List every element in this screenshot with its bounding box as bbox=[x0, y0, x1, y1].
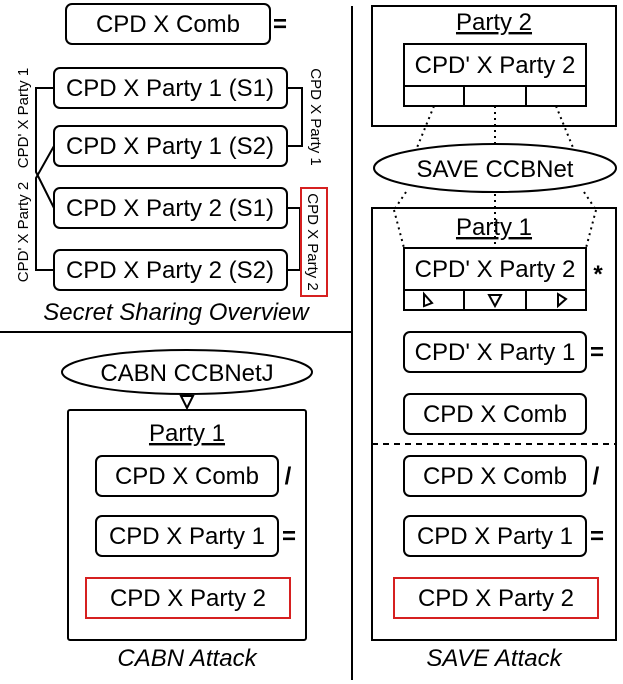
cabn-party1-box bbox=[95, 515, 279, 557]
comb-label: CPD X Comb bbox=[96, 11, 240, 38]
save-model-ellipse bbox=[373, 143, 617, 193]
cabn-party1-title: Party 1 bbox=[149, 420, 225, 447]
save-party2-cpd-box bbox=[403, 43, 587, 107]
save-party1-cpd2-label: CPD' X Party 2 bbox=[415, 256, 576, 283]
save-party2-box bbox=[393, 577, 599, 619]
cell-right-triangle-icon bbox=[557, 292, 568, 309]
save-comb-lower-op: / bbox=[593, 463, 600, 490]
save-party2-cpd-label: CPD' X Party 2 bbox=[415, 52, 576, 79]
comb-op: = bbox=[273, 11, 287, 38]
cabn-model-ellipse bbox=[61, 349, 313, 395]
party1-s2-label: CPD X Party 1 (S2) bbox=[66, 133, 274, 160]
cell-left-triangle-icon bbox=[423, 291, 434, 308]
save-party1-op: = bbox=[590, 523, 604, 550]
cabn-party1-op: = bbox=[282, 523, 296, 550]
dotted-link-upper-left bbox=[415, 105, 435, 151]
cabn-panel: CABN CCBNetJ Party 1 CPD X Comb / CPD X … bbox=[61, 349, 313, 672]
dotted-link-inner-right bbox=[585, 209, 597, 249]
cabn-party2-box bbox=[85, 577, 291, 619]
save-party2-label: CPD X Party 2 bbox=[418, 585, 574, 612]
right-bottom-highlight-box bbox=[300, 187, 328, 297]
right-connector-party2 bbox=[287, 207, 301, 271]
left-top-rotated-label: CPD' X Party 1 bbox=[15, 68, 32, 168]
cabn-comb-op: / bbox=[285, 463, 292, 490]
secret-sharing-caption: Secret Sharing Overview bbox=[43, 299, 310, 326]
comb-box bbox=[65, 3, 271, 45]
save-comb-upper-label: CPD X Comb bbox=[423, 401, 567, 428]
save-star-marker: * bbox=[593, 261, 603, 288]
save-party1-cpd1-op: = bbox=[590, 339, 604, 366]
right-connector-party1 bbox=[287, 87, 303, 147]
save-party1-label: CPD X Party 1 bbox=[417, 523, 573, 550]
party1-s1-label: CPD X Party 1 (S1) bbox=[66, 75, 274, 102]
save-party2-title: Party 2 bbox=[456, 9, 532, 36]
party2-s1-label: CPD X Party 2 (S1) bbox=[66, 195, 274, 222]
save-model-label: SAVE CCBNet bbox=[417, 156, 574, 183]
save-party1-cpd1-box bbox=[403, 331, 587, 373]
left-connector-party2 bbox=[35, 145, 55, 271]
secret-sharing-panel: CPD X Comb = CPD X Party 1 (S1) CPD X Pa… bbox=[15, 3, 328, 326]
right-bottom-rotated-label: CPD X Party 2 bbox=[304, 193, 321, 291]
cabn-party2-label: CPD X Party 2 bbox=[110, 585, 266, 612]
cabn-caption: CABN Attack bbox=[117, 645, 258, 672]
save-panel: Party 2 CPD' X Party 2 SAVE CCBNet Party… bbox=[371, 5, 617, 672]
cabn-arrow-icon bbox=[179, 395, 195, 411]
right-top-rotated-label: CPD X Party 1 bbox=[307, 68, 324, 166]
cell-mid-triangle-icon bbox=[487, 294, 503, 309]
left-connector-party1 bbox=[35, 87, 55, 209]
save-comb-upper-box bbox=[403, 393, 587, 435]
dotted-link-upper-right bbox=[555, 105, 575, 151]
dotted-link-inner-left bbox=[393, 209, 405, 249]
left-bottom-rotated-label: CPD' X Party 2 bbox=[15, 182, 32, 282]
cabn-comb-label: CPD X Comb bbox=[115, 463, 259, 490]
save-comb-lower-box bbox=[403, 455, 587, 497]
save-party1-cpd1-label: CPD' X Party 1 bbox=[415, 339, 576, 366]
save-comb-lower-label: CPD X Comb bbox=[423, 463, 567, 490]
party2-s2-label: CPD X Party 2 (S2) bbox=[66, 257, 274, 284]
cabn-comb-box bbox=[95, 455, 279, 497]
cabn-model-label: CABN CCBNetJ bbox=[100, 360, 273, 387]
save-party1-box bbox=[403, 515, 587, 557]
save-caption: SAVE Attack bbox=[426, 645, 563, 672]
cabn-party1-label: CPD X Party 1 bbox=[109, 523, 265, 550]
